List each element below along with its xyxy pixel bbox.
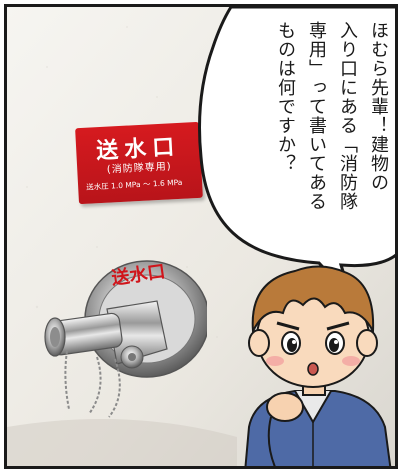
speech-line-1: ほむら先輩！建物の: [368, 21, 389, 192]
fire-dept-sign: 送水口 (消防隊専用) 送水圧 1.0 MPa ～ 1.6 MPa: [75, 121, 203, 205]
speech-bubble: [198, 7, 395, 299]
speech-line-3: 専用」って書いてある: [306, 21, 327, 211]
speech-line-2: 入り口にある「消防隊: [337, 21, 358, 211]
siamese-connection-illustration: 送水口: [44, 260, 207, 418]
firefighter-character: [244, 265, 392, 466]
comic-panel: 送水口 (消防隊専用) 送水圧 1.0 MPa ～ 1.6 MPa 送水口 ほむ…: [4, 4, 398, 469]
sign-pressure: 送水圧 1.0 MPa ～ 1.6 MPa: [85, 177, 183, 192]
speech-line-4: ものは何ですか？: [275, 21, 296, 173]
